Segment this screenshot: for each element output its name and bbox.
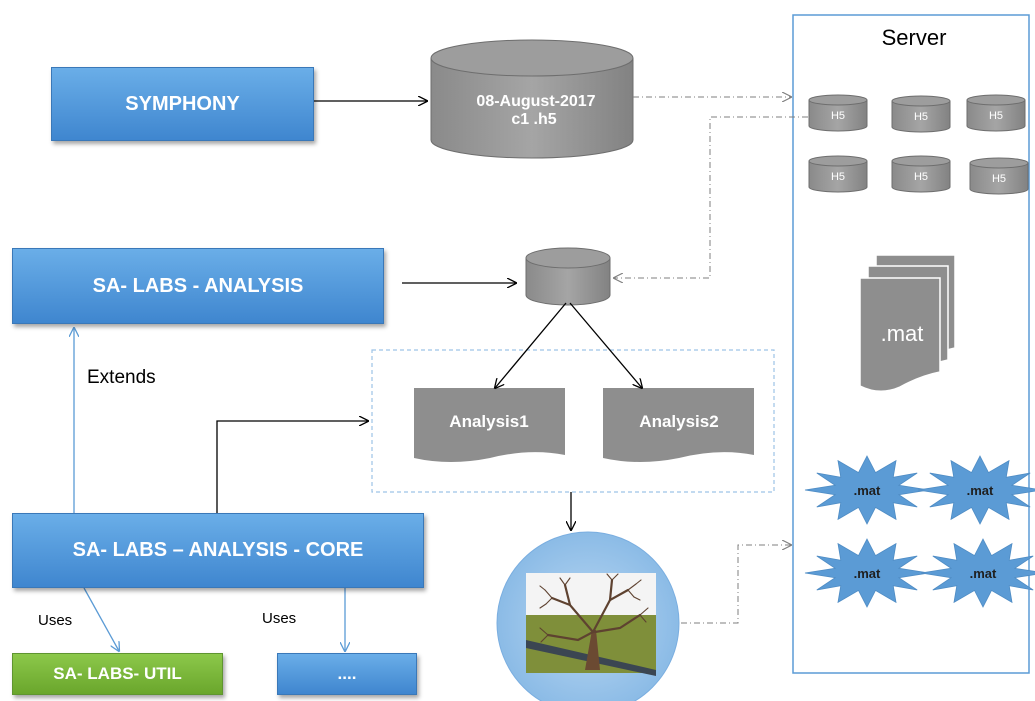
more-modules-label: ....	[337, 664, 357, 683]
symphony-box: SYMPHONY	[51, 67, 314, 141]
h5-label: H5	[992, 173, 1006, 185]
tree-image	[526, 573, 656, 676]
mat-burst-label: .mat	[854, 566, 881, 581]
sa-labs-analysis-core-label: SA- LABS – ANALYSIS - CORE	[72, 539, 364, 561]
analysis1-label: Analysis1	[449, 412, 528, 431]
analysis-database-cylinder	[525, 247, 611, 306]
h5-cylinder	[808, 161, 868, 193]
uses-right-label: Uses	[262, 610, 297, 627]
sa-labs-analysis-core-box: SA- LABS – ANALYSIS - CORE	[12, 513, 424, 588]
symphony-label: SYMPHONY	[125, 92, 240, 115]
analysis2-label: Analysis2	[639, 412, 718, 431]
mat-burst-shape	[804, 455, 930, 525]
server-title: Server	[882, 25, 947, 50]
arrow-db-to-analysis2	[569, 302, 642, 388]
h5-cylinder	[966, 100, 1026, 132]
h5-label: H5	[989, 110, 1003, 122]
h5-cylinder-top	[808, 94, 868, 106]
mat-document-stack	[859, 254, 956, 392]
mat-burst-shape	[920, 538, 1035, 608]
h5-cylinder-top	[891, 95, 951, 107]
h5-cylinder	[808, 100, 868, 132]
mat-burst-label: .mat	[854, 483, 881, 498]
h5-cylinder	[969, 163, 1029, 195]
sa-labs-util-label: SA- LABS- UTIL	[53, 664, 182, 683]
h5-cylinder-top	[808, 155, 868, 167]
mat-burst-label: .mat	[970, 566, 997, 581]
uses-left-label: Uses	[38, 612, 73, 629]
more-modules-box: ....	[277, 653, 417, 695]
h5-label: H5	[914, 171, 928, 183]
h5-label: H5	[831, 171, 845, 183]
h5-cylinder-top	[891, 155, 951, 167]
dashed-server-to-small-db	[614, 116, 808, 278]
mat-burst-group: .mat .mat .mat .mat	[804, 455, 1035, 608]
h5-cylinder	[891, 161, 951, 193]
h5-cylinder-top	[966, 94, 1026, 106]
analysis1-document-shape	[414, 388, 565, 462]
main-database-cylinder	[430, 39, 634, 159]
arrow-core-to-analysis-group	[216, 421, 368, 513]
analysis-group-container	[371, 349, 775, 493]
h5-cylinder-top	[969, 157, 1029, 169]
mat-burst-shape	[917, 455, 1035, 525]
sa-labs-analysis-box: SA- LABS - ANALYSIS	[12, 248, 384, 324]
mat-stack-label: .mat	[881, 321, 924, 346]
mat-burst-shape	[804, 538, 930, 608]
database-label-line1: 08-August-2017	[476, 93, 595, 110]
analysis2-document-shape	[603, 388, 754, 462]
sa-labs-analysis-label: SA- LABS - ANALYSIS	[92, 274, 304, 297]
h5-cylinder	[891, 101, 951, 133]
arrow-core-uses-util	[83, 587, 119, 651]
extends-label: Extends	[87, 367, 156, 388]
mat-burst-label: .mat	[967, 483, 994, 498]
database-label-line2: c1 .h5	[511, 111, 556, 128]
sa-labs-util-box: SA- LABS- UTIL	[12, 653, 223, 695]
arrow-db-to-analysis1	[495, 302, 567, 388]
h5-label: H5	[831, 110, 845, 122]
h5-label: H5	[914, 111, 928, 123]
dashed-circle-to-server	[681, 545, 791, 624]
